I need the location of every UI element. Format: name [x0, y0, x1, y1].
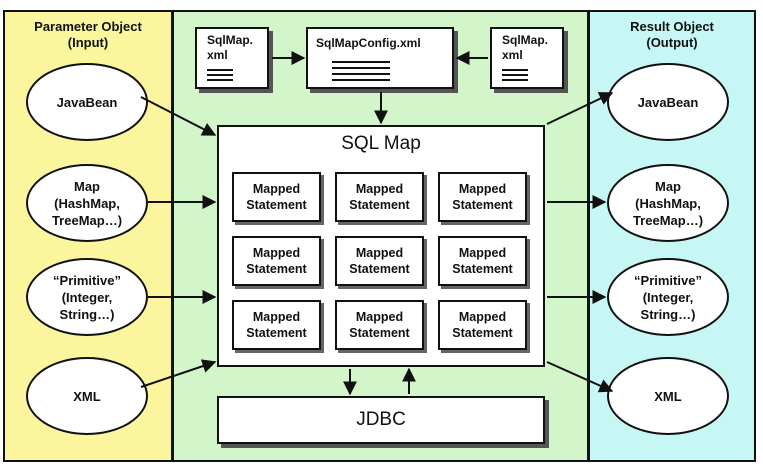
doc-text-line — [207, 79, 233, 81]
doc-text-line — [332, 73, 390, 75]
input-primitive: “Primitive” (Integer, String…) — [26, 258, 148, 336]
result-object-title: Result Object (Output) — [630, 19, 714, 50]
parameter-object-title: Parameter Object (Input) — [34, 19, 142, 50]
doc-text-line — [502, 74, 528, 76]
sqlmapconfig-xml-doc: SqlMapConfig.xml — [306, 27, 454, 89]
sqlmap-xml-left-doc: SqlMap. xml — [195, 27, 269, 89]
mapped-statement: Mapped Statement — [335, 172, 424, 222]
sqlmap-xml-left-label: SqlMap. xml — [207, 33, 254, 62]
doc-text-line — [332, 67, 390, 69]
doc-text-line — [502, 69, 528, 71]
output-map: Map (HashMap, TreeMap…) — [607, 164, 729, 242]
doc-text-line — [207, 74, 233, 76]
output-primitive: “Primitive” (Integer, String…) — [607, 258, 729, 336]
sql-map-title: SQL Map — [341, 133, 421, 154]
arrow-javabean-in — [140, 96, 217, 136]
jdbc-label: JDBC — [356, 409, 406, 430]
jdbc-box: JDBC — [217, 396, 545, 444]
sqlmap-xml-right-label: SqlMap. xml — [502, 33, 549, 62]
mapped-statement: Mapped Statement — [335, 236, 424, 286]
mapped-statement: Mapped Statement — [438, 300, 527, 350]
arrow-xml-in — [140, 359, 217, 388]
output-xml: XML — [607, 357, 729, 435]
arrow-javabean-out — [546, 92, 614, 125]
doc-text-line — [332, 79, 390, 81]
sqlmapconfig-xml-label: SqlMapConfig.xml — [316, 36, 421, 50]
input-javabean: JavaBean — [26, 63, 148, 141]
mapped-statement: Mapped Statement — [232, 236, 321, 286]
doc-text-line — [207, 69, 233, 71]
doc-text-line — [502, 79, 528, 81]
mapped-statement: Mapped Statement — [232, 300, 321, 350]
arrow-xml-out — [546, 361, 614, 393]
mapped-statement: Mapped Statement — [438, 172, 527, 222]
input-xml: XML — [26, 357, 148, 435]
mapped-statement: Mapped Statement — [335, 300, 424, 350]
doc-text-line — [332, 61, 390, 63]
mapped-statement: Mapped Statement — [232, 172, 321, 222]
input-map: Map (HashMap, TreeMap…) — [26, 164, 148, 242]
output-javabean: JavaBean — [607, 63, 729, 141]
sqlmap-xml-right-doc: SqlMap. xml — [490, 27, 564, 89]
mapped-statement: Mapped Statement — [438, 236, 527, 286]
